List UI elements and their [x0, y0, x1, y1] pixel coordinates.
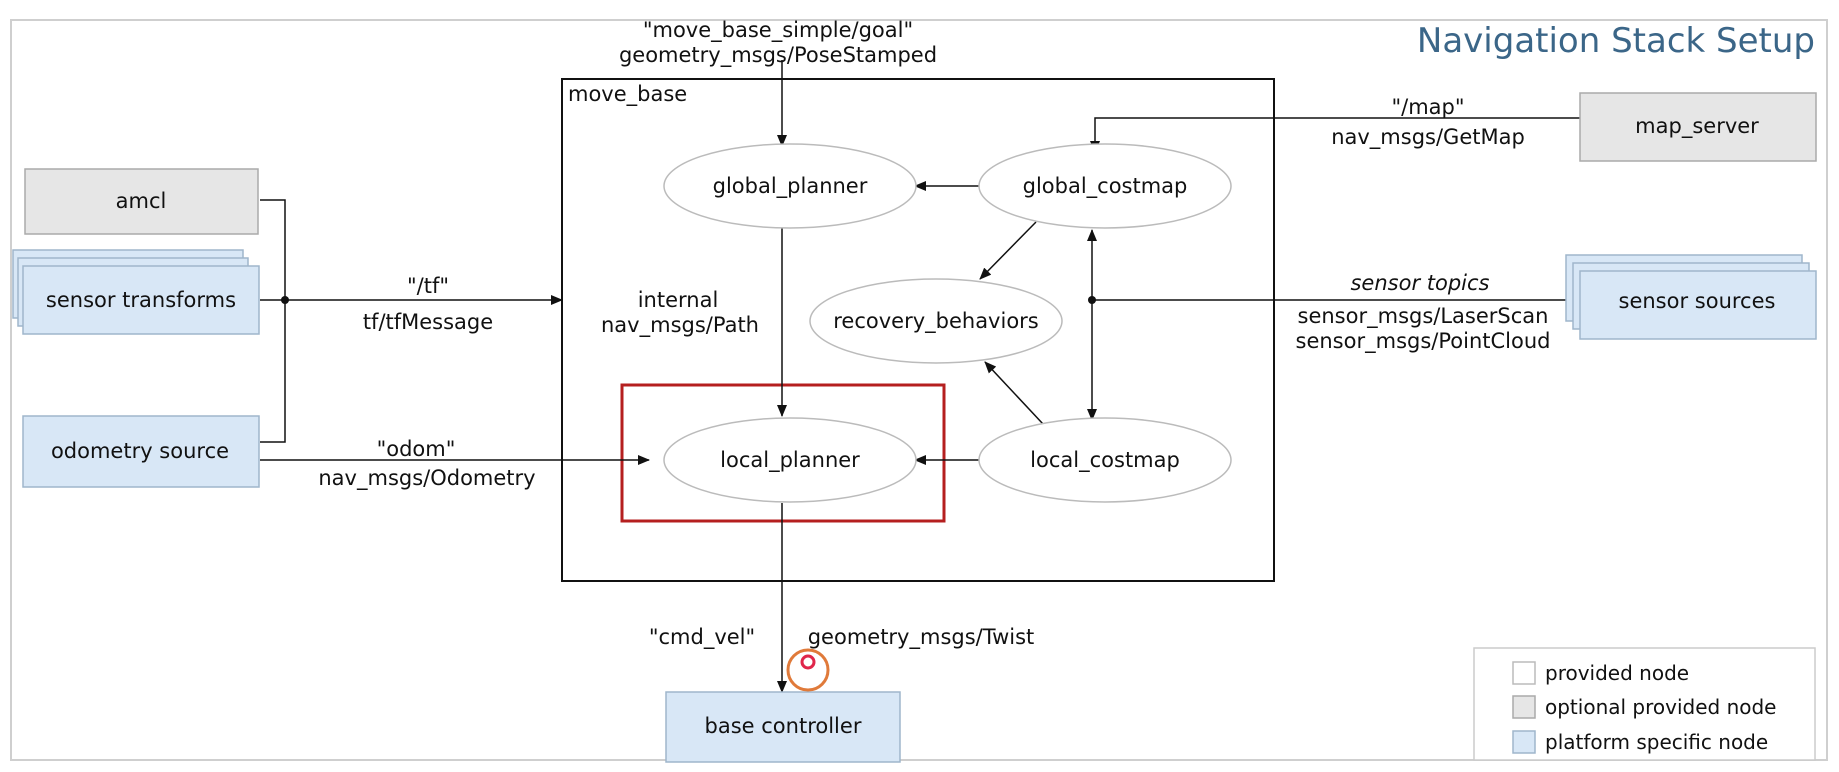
cmd-type-label: geometry_msgs/Twist [808, 625, 1035, 650]
map-server-node [1579, 92, 1817, 162]
global-planner-label: global_planner [713, 174, 868, 199]
legend-optional-swatch [1512, 695, 1536, 719]
legend-provided-label: provided node [1545, 661, 1689, 685]
map-type-label: nav_msgs/GetMap [1331, 125, 1525, 150]
odom-topic-label: "odom" [377, 437, 456, 461]
move-base-container [561, 78, 1275, 582]
base-controller-label: base controller [705, 714, 862, 738]
local-costmap-to-recovery-arrow [984, 361, 1044, 425]
odometry-source-label: odometry source [51, 439, 229, 463]
local-costmap-node [978, 417, 1232, 503]
amcl-node [24, 168, 259, 235]
base-controller-node [665, 691, 901, 763]
tf-bus-line [260, 199, 286, 443]
goal-type-label: geometry_msgs/PoseStamped [619, 43, 937, 68]
legend-platform-swatch [1512, 730, 1536, 754]
global-costmap-node [978, 143, 1232, 229]
diagram-title: Navigation Stack Setup [1417, 21, 1815, 61]
map-arrow [1090, 117, 1580, 153]
global-planner-node [663, 143, 917, 229]
legend-optional-label: optional provided node [1545, 695, 1776, 719]
odom-type-label: nav_msgs/Odometry [318, 466, 535, 491]
sensor-sources-label: sensor sources [1619, 289, 1776, 313]
legend-provided-swatch [1512, 661, 1536, 685]
local-planner-highlight [620, 383, 946, 523]
global-costmap-to-recovery-arrow [979, 221, 1037, 280]
sensor-type-2-label: sensor_msgs/PointCloud [1296, 329, 1551, 354]
local-costmap-label: local_costmap [1030, 448, 1180, 473]
amcl-label: amcl [116, 189, 167, 213]
tf-topic-label: "/tf" [407, 274, 449, 298]
sensor-type-1-label: sensor_msgs/LaserScan [1298, 304, 1549, 329]
sensor-junction [1088, 296, 1096, 304]
move-base-label: move_base [568, 82, 687, 107]
tf-type-label: tf/tfMessage [363, 310, 493, 334]
local-planner-node [663, 417, 917, 503]
goal-topic-label: "move_base_simple/goal" [643, 18, 913, 43]
sensor-sources-node [1579, 270, 1817, 340]
cursor-dot-icon [800, 654, 816, 670]
cmd-topic-label: "cmd_vel" [649, 625, 755, 650]
path-type-label: nav_msgs/Path [601, 313, 759, 338]
sensor-transforms-label: sensor transforms [46, 288, 236, 312]
sensor-topic-label: sensor topics [1350, 271, 1489, 295]
legend-platform-label: platform specific node [1545, 730, 1768, 754]
map-topic-label: "/map" [1391, 95, 1464, 119]
global-costmap-label: global_costmap [1023, 174, 1188, 199]
recovery-behaviors-node [809, 278, 1063, 364]
local-planner-label: local_planner [720, 448, 860, 473]
odometry-source-node [22, 415, 260, 488]
cursor-ring-icon [786, 648, 830, 692]
outer-frame [10, 19, 1828, 761]
path-topic-label: internal [638, 288, 719, 312]
map-server-label: map_server [1635, 114, 1759, 139]
sensor-transforms-node [22, 265, 260, 335]
recovery-behaviors-label: recovery_behaviors [833, 309, 1039, 334]
